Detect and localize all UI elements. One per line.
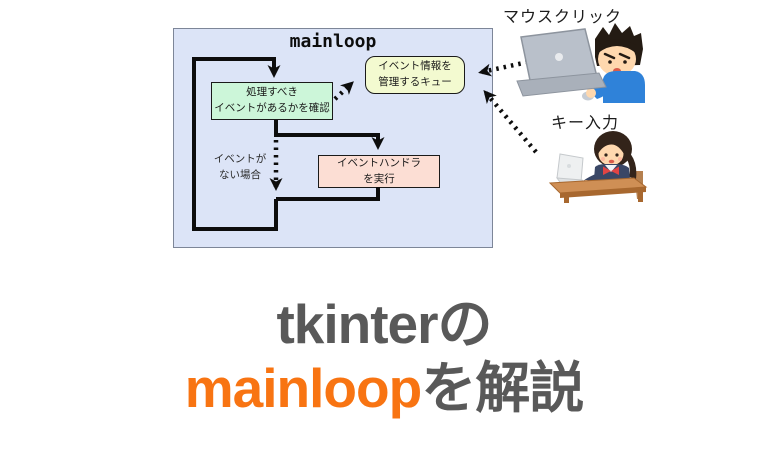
- key-input-label: キー入力: [551, 115, 620, 132]
- man-at-laptop-illustration: [516, 23, 645, 103]
- no-event-line2: ない場合: [219, 168, 261, 181]
- girl-at-desk-illustration: [548, 131, 648, 203]
- check-events-box: 処理すべき イベントがあるかを確認: [211, 82, 333, 120]
- check-events-line2: イベントがあるかを確認: [214, 102, 330, 114]
- event-handler-line1: イベントハンドラ: [337, 156, 421, 169]
- event-queue-box: イベント情報を 管理するキュー: [365, 56, 465, 94]
- mouse-click-label: マウスクリック: [503, 9, 623, 26]
- heading-mainloop: mainloop: [184, 357, 422, 419]
- heading-line2: mainloopを解説: [0, 356, 768, 420]
- event-handler-line2: を実行: [363, 172, 395, 185]
- check-events-line1: 処理すべき: [246, 86, 298, 99]
- mainloop-title: mainloop: [289, 31, 377, 52]
- event-queue-line1: イベント情報を: [378, 60, 452, 73]
- heading: tkinterの mainloopを解説: [0, 292, 768, 420]
- no-event-line1: イベントが: [213, 153, 267, 165]
- event-handler-box: イベントハンドラ を実行: [318, 155, 440, 188]
- heading-line1: tkinterの: [276, 293, 492, 355]
- no-event-label: イベントが ない場合: [203, 152, 277, 184]
- heading-suffix: を解説: [421, 357, 584, 419]
- event-queue-line2: 管理するキュー: [378, 76, 452, 88]
